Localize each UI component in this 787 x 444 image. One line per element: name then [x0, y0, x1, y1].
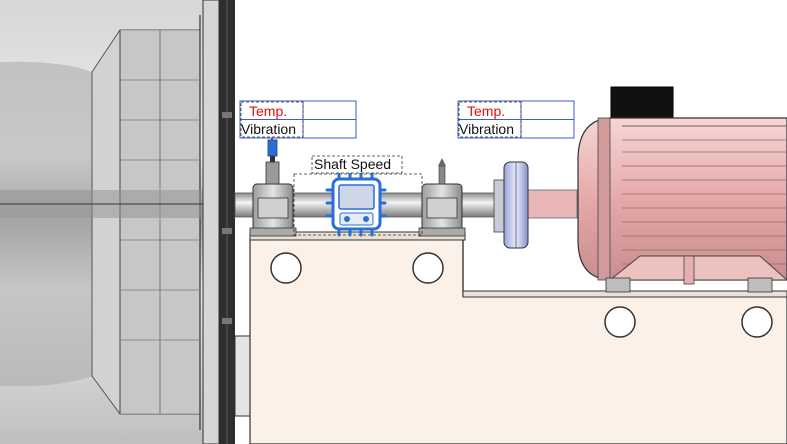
vibration-label-left: Vibration — [241, 121, 296, 137]
vibration-sensor-left — [265, 128, 280, 185]
bearing-left — [249, 183, 297, 237]
sensor-label-box-left: Temp. Vibration — [239, 100, 357, 139]
base-plate — [249, 231, 787, 444]
shaft-speed-sensor-icon — [293, 171, 423, 237]
vibration-label-right: Vibration — [459, 121, 514, 137]
coupling — [493, 161, 529, 249]
shaft-speed-label-box: Shaft Speed — [311, 155, 403, 174]
fan-housing — [0, 0, 235, 444]
temp-label-left: Temp. — [249, 103, 287, 119]
temp-label-right: Temp. — [467, 103, 505, 119]
bearing-right — [418, 158, 466, 237]
sensor-label-box-right: Temp. Vibration — [457, 100, 575, 139]
electric-motor — [577, 86, 787, 293]
shaft-speed-label: Shaft Speed — [314, 156, 391, 172]
